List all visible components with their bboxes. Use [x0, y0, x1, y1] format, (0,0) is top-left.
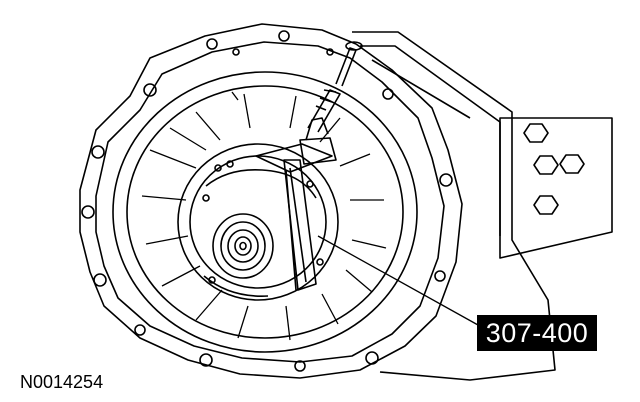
- housing-ribs: [141, 91, 387, 341]
- pump-assembly: [177, 137, 339, 301]
- inner-housing-rings: [112, 71, 418, 353]
- input-shaft: [212, 213, 274, 279]
- tool-number-callout: 307-400: [477, 315, 597, 351]
- special-tool: [255, 41, 363, 291]
- hex-bolt-icon: [559, 154, 585, 174]
- figure-id: N0014254: [20, 372, 104, 392]
- hex-bolt-icon: [533, 155, 559, 175]
- mounting-plate: [499, 117, 613, 259]
- flange-bolt-holes: [81, 30, 453, 372]
- hex-bolt-icon: [533, 195, 559, 215]
- hex-bolt-icon: [523, 123, 549, 143]
- callout-leader-line: [317, 235, 479, 326]
- bell-housing-flange: [79, 23, 463, 379]
